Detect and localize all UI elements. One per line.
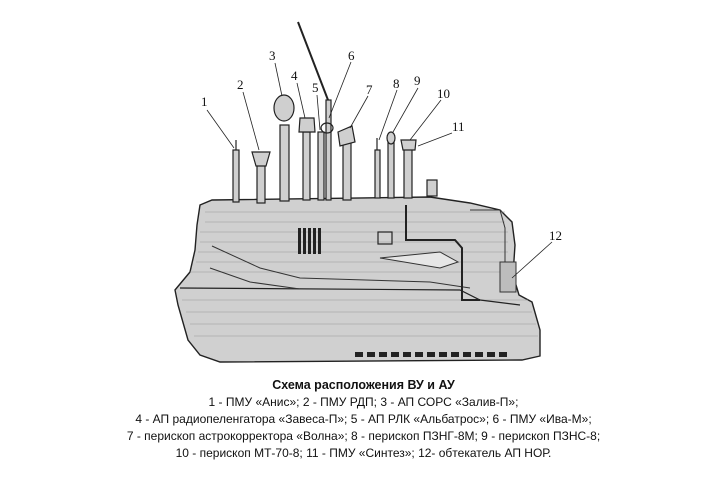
callout-10: 10 [437,86,450,101]
hull-shading [182,211,538,337]
front-pipe [405,205,480,301]
sail-diagram: 1 2 3 4 5 6 7 8 9 10 11 12 [174,21,562,363]
caption-line-1: 1 - ПМУ «Анис»; 2 - ПМУ РДП; 3 - АП СОРС… [208,395,519,409]
callout-1: 1 [201,94,208,109]
mast-6-base [320,122,334,134]
callout-11: 11 [452,119,465,134]
hatch-box [377,231,393,245]
caption-line-3: 7 - перископ астрокорректора «Волна»; 8 … [126,429,601,443]
callout-12: 12 [549,228,562,243]
callout-2: 2 [237,77,244,92]
vent-grille [298,228,321,254]
caption: Схема расположения ВУ и АУ 1 - ПМУ «Анис… [0,377,727,462]
leader-lines [206,61,553,279]
caption-line-2: 4 - АП радиопеленгатора «Завеса-П»; 5 - … [135,412,592,426]
masts [232,94,438,204]
inner-slope [211,245,471,289]
fairing-inner [379,251,460,269]
mast-6-antenna [297,21,329,101]
nor-fairing [499,261,517,293]
callout-5: 5 [312,80,319,95]
inner-slope-2 [209,267,301,290]
bottom-vents [355,352,507,357]
caption-line-4: 10 - перископ МТ-70-8; 11 - ПМУ «Синтез»… [175,446,552,460]
callout-3: 3 [269,48,276,63]
callout-6: 6 [348,48,355,63]
callout-8: 8 [393,76,400,91]
deck-line [179,287,521,306]
callout-9: 9 [414,73,421,88]
caption-title: Схема расположения ВУ и АУ [272,378,455,392]
callout-4: 4 [291,68,298,83]
callout-7: 7 [366,82,373,97]
